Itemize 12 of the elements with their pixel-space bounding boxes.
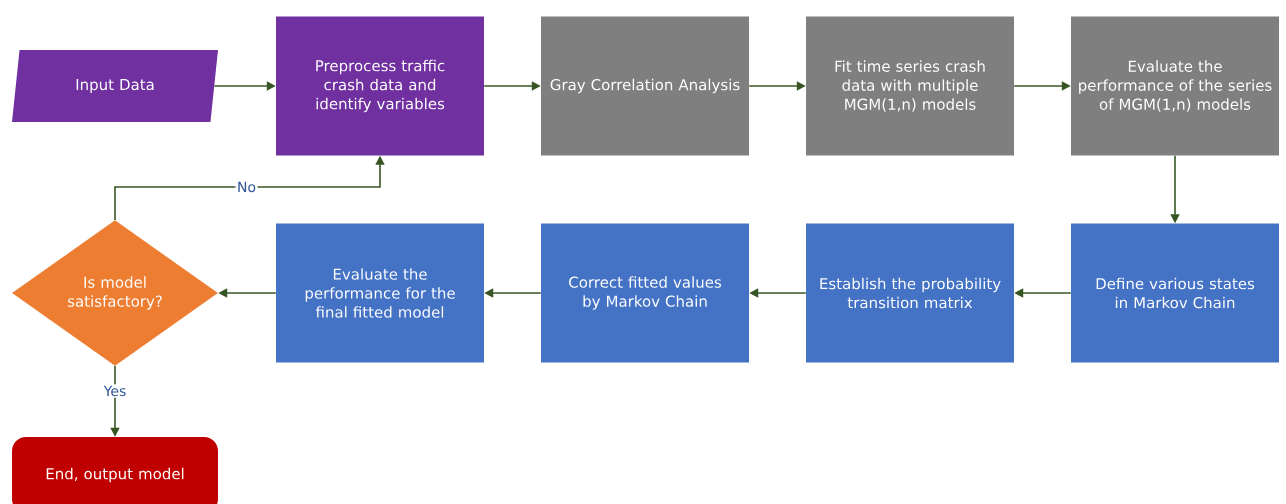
- input-parallelogram: Input Data: [12, 50, 218, 122]
- process-box: Evaluate the performance of the series of MGM(1,n) models: [1071, 16, 1279, 156]
- edge-label: Yes: [102, 384, 128, 398]
- terminal-box: End, output model: [12, 437, 218, 504]
- process-box: Fit time series crash data with multiple MGM(1,n) models: [806, 16, 1014, 156]
- process-box: Establish the probability transition matrix: [806, 223, 1014, 363]
- process-box: Define various states in Markov Chain: [1071, 223, 1279, 363]
- process-box: Gray Correlation Analysis: [541, 16, 749, 156]
- process-box: Correct fitted values by Markov Chain: [541, 223, 749, 363]
- process-box: Preprocess traffic crash data and identify variables: [276, 16, 484, 156]
- process-box: Evaluate the performance for the final fitted model: [276, 223, 484, 363]
- edge-label: No: [235, 180, 258, 194]
